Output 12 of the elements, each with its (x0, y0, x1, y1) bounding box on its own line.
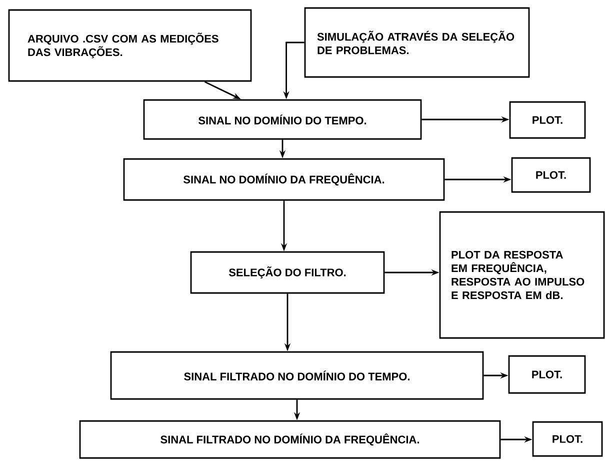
process-box: SIMULAÇÃO ATRAVÉS DA SELEÇÃO DE PROBLEMAS. (304, 7, 530, 78)
process-box: ARQUIVO .CSV COM AS MEDIÇÕES DAS VIBRAÇÕES. (8, 9, 252, 82)
process-box: SELEÇÃO DO FILTRO. (190, 251, 385, 294)
process-box: PLOT. (511, 157, 591, 193)
process-box: SINAL NO DOMÍNIO DA FREQUÊNCIA. (123, 158, 445, 201)
process-box: PLOT. (508, 355, 586, 394)
process-box: SINAL FILTRADO NO DOMÍNIO DO TEMPO. (110, 351, 484, 400)
process-box: SINAL NO DOMÍNIO DO TEMPO. (143, 99, 422, 140)
process-box: PLOT. (532, 421, 603, 457)
process-box: SINAL FILTRADO NO DOMÍNIO DA FREQUÊNCIA. (79, 420, 501, 459)
process-box: PLOT DA RESPOSTA EM FREQUÊNCIA, RESPOSTA AO IMPULSO E RESPOSTA EM dB. (439, 211, 605, 339)
process-box: PLOT. (509, 101, 586, 139)
